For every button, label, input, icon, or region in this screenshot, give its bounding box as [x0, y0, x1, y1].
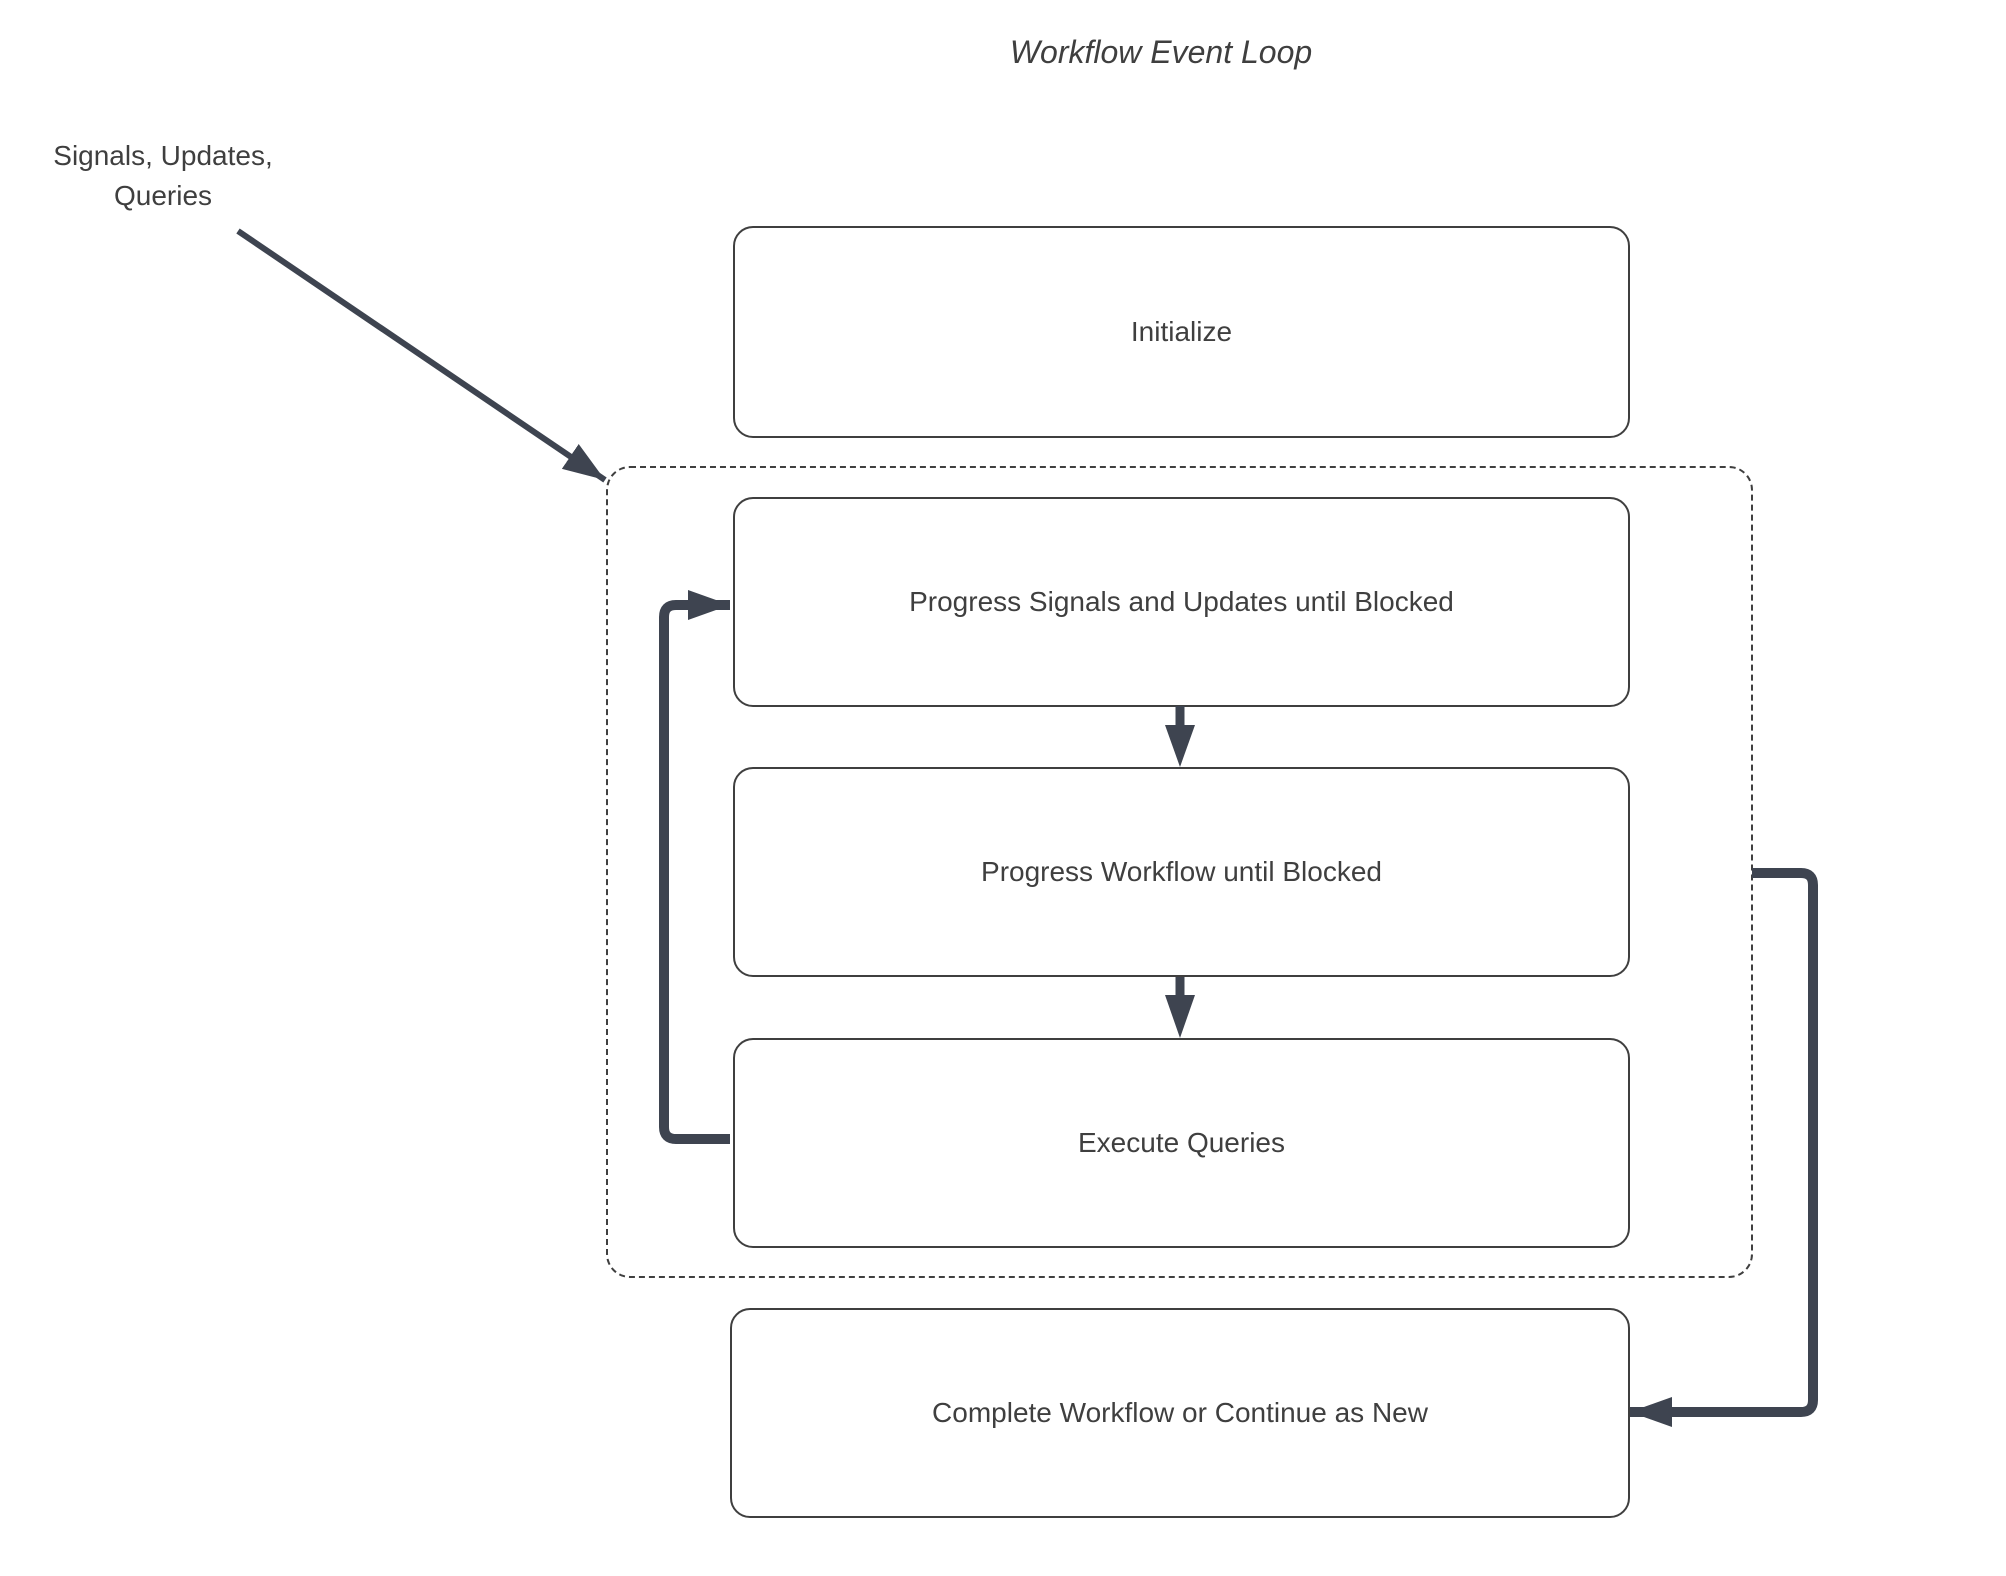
annotation-line-2: Queries — [113, 180, 213, 211]
node-initialize-label: Initialize — [1130, 316, 1233, 347]
node-progress-workflow: Progress Workflow until Blocked — [733, 767, 1630, 977]
signals-updates-queries-annotation: Signals, Updates, Queries — [33, 136, 293, 216]
diagram-title: Workflow Event Loop — [1009, 34, 1313, 70]
node-initialize: Initialize — [733, 226, 1630, 438]
annotation-line-1: Signals, Updates, — [53, 140, 273, 171]
node-progress-workflow-label: Progress Workflow until Blocked — [981, 856, 1382, 887]
node-complete-workflow-label: Complete Workflow or Continue as New — [932, 1397, 1428, 1428]
node-complete-workflow: Complete Workflow or Continue as New — [730, 1308, 1630, 1518]
node-execute-queries-label: Execute Queries — [1078, 1127, 1285, 1158]
signals-annotation-arrow — [236, 228, 607, 483]
node-progress-signals-and-updates: Progress Signals and Updates until Block… — [733, 497, 1630, 707]
node-progress-signals-label: Progress Signals and Updates until Block… — [909, 586, 1454, 617]
node-execute-queries: Execute Queries — [733, 1038, 1630, 1248]
